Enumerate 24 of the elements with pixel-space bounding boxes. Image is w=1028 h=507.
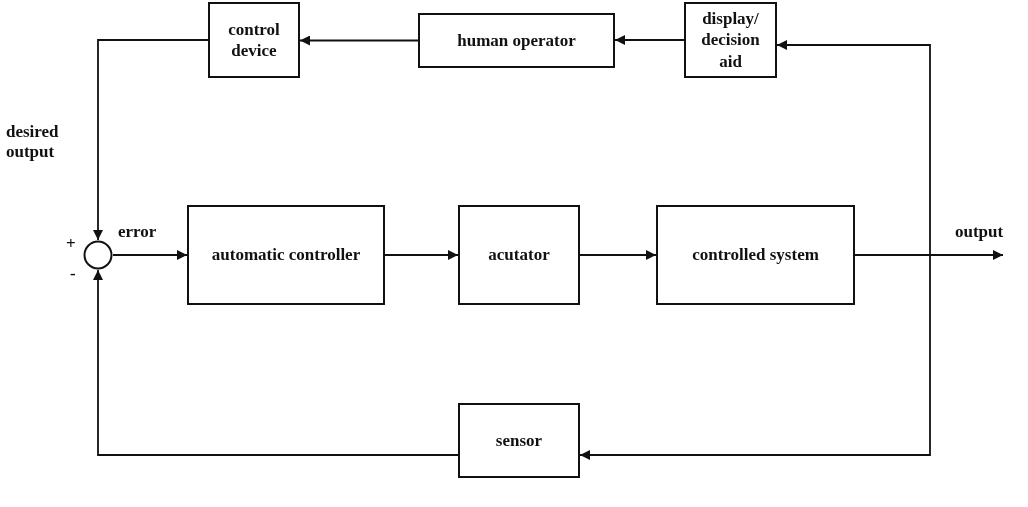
node-label: sensor [494, 429, 544, 452]
arrow [776, 40, 931, 256]
process-box [656, 205, 855, 305]
node-label: display/ decision aid [700, 8, 761, 73]
node-label: controlled system [691, 244, 820, 267]
process-box [418, 13, 615, 68]
process-box [187, 205, 385, 305]
arrow [384, 250, 459, 260]
node-label: human operator [456, 29, 577, 52]
process-box [458, 403, 580, 478]
arrow [614, 35, 685, 45]
arrow [93, 39, 209, 241]
node-label: automatic controller [210, 244, 362, 267]
arrow [579, 254, 931, 460]
arrow [579, 250, 657, 260]
arrow [299, 35, 419, 46]
node-label: control device [227, 18, 281, 62]
arrow [112, 250, 188, 260]
arrow [93, 269, 459, 456]
node-label: acutator [487, 244, 551, 267]
process-box [208, 2, 300, 78]
summing-junction [83, 240, 113, 270]
process-box [458, 205, 580, 305]
process-box [684, 2, 777, 78]
